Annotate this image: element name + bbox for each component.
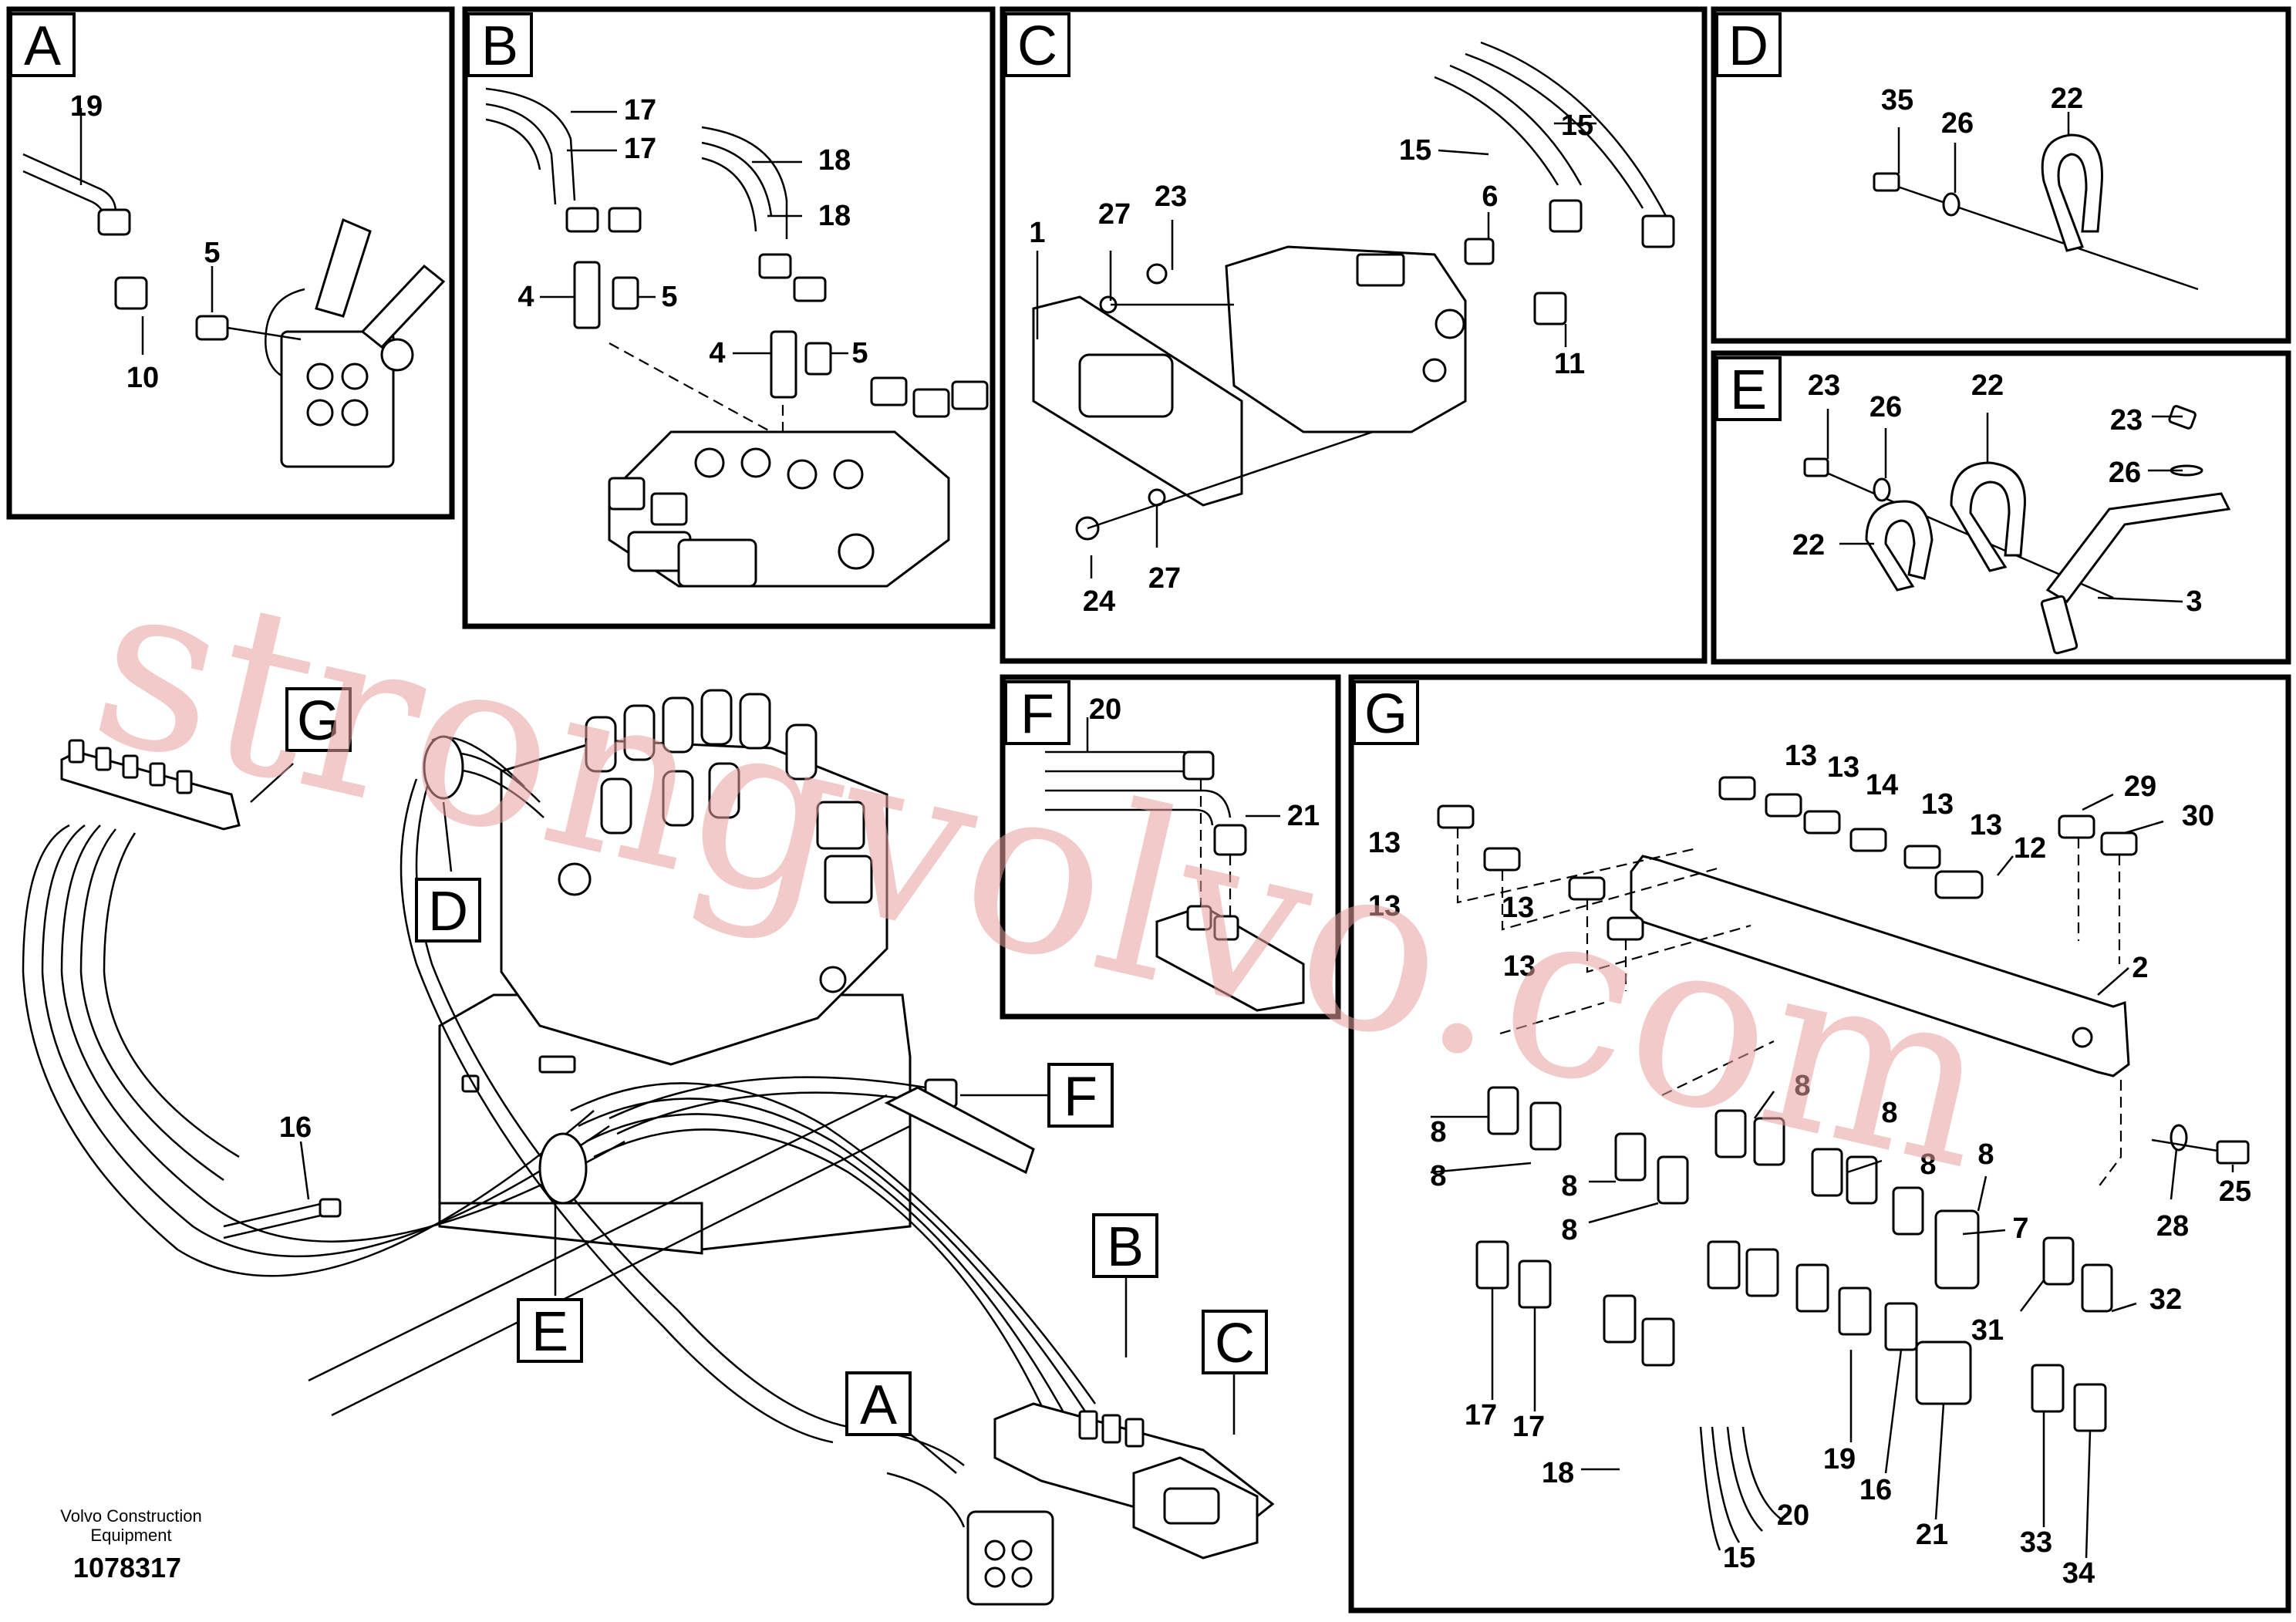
callout-b-18b: 18	[818, 200, 851, 232]
callout-e-3: 3	[2186, 585, 2202, 618]
callout-g-15: 15	[1723, 1542, 1755, 1574]
callout-g-16: 16	[1859, 1474, 1892, 1506]
callout-d-22: 22	[2051, 83, 2083, 115]
callout-main-16: 16	[279, 1111, 312, 1144]
main-tag-b: B	[1107, 1216, 1144, 1278]
callout-c-15a: 15	[1561, 110, 1593, 142]
panel-b-label: B	[481, 15, 518, 77]
callout-g-31: 31	[1971, 1314, 2004, 1347]
callout-f-20: 20	[1089, 693, 1121, 726]
callout-g-18: 18	[1542, 1457, 1574, 1489]
callout-e-22b: 22	[1792, 529, 1825, 561]
callout-b-4a: 4	[518, 281, 534, 313]
panel-a-label: A	[24, 15, 61, 77]
main-tag-g: G	[297, 690, 340, 752]
callout-b-17a: 17	[624, 94, 656, 126]
callout-g-13b: 13	[1368, 890, 1401, 922]
callout-g-13d: 13	[1503, 950, 1536, 983]
callout-b-17b: 17	[624, 133, 656, 165]
callout-g-17b: 17	[1512, 1411, 1545, 1443]
callout-e-23b: 23	[2110, 404, 2143, 437]
panel-f: F 20 21	[1000, 674, 1341, 1020]
callout-e-23a: 23	[1808, 369, 1840, 402]
main-assembly: 16	[22, 689, 1275, 1606]
callout-d-26: 26	[1941, 107, 1974, 140]
callout-a-10: 10	[126, 362, 159, 394]
callout-g-33: 33	[2020, 1526, 2052, 1559]
footer-drawing-number: 1078317	[73, 1552, 181, 1583]
callout-b-18a: 18	[818, 144, 851, 177]
callout-g-8g: 8	[1920, 1148, 1936, 1181]
callout-g-32: 32	[2149, 1283, 2182, 1316]
callout-c-1: 1	[1029, 217, 1045, 249]
main-tag-d: D	[428, 881, 468, 943]
callout-g-8d: 8	[1561, 1214, 1577, 1246]
main-tag-e: E	[531, 1301, 568, 1363]
panel-b: B 17 17 18	[462, 6, 996, 629]
callout-g-30: 30	[2182, 800, 2214, 832]
main-tag-f: F	[1064, 1066, 1097, 1128]
callout-g-34: 34	[2062, 1557, 2095, 1590]
callout-g-8e: 8	[1794, 1070, 1810, 1102]
callout-c-23: 23	[1155, 180, 1187, 213]
callout-g-13a: 13	[1368, 827, 1401, 859]
callout-b-4b: 4	[709, 337, 725, 369]
callout-c-24: 24	[1083, 585, 1115, 618]
panel-f-label: F	[1020, 683, 1054, 745]
callout-b-5a: 5	[661, 281, 677, 313]
callout-g-13h: 13	[1970, 809, 2002, 841]
callout-f-21: 21	[1287, 800, 1320, 832]
callout-g-19: 19	[1823, 1443, 1856, 1475]
callout-g-21: 21	[1916, 1519, 1948, 1551]
callout-g-7: 7	[2012, 1212, 2028, 1245]
callout-b-5b: 5	[851, 337, 868, 369]
main-tag-a: A	[860, 1374, 897, 1436]
callout-g-17a: 17	[1465, 1399, 1497, 1431]
callout-g-8b: 8	[1430, 1160, 1446, 1192]
panel-g: G	[1348, 674, 2291, 1614]
callout-g-12: 12	[2014, 832, 2046, 865]
callout-g-8h: 8	[1977, 1138, 1994, 1171]
callout-g-20: 20	[1777, 1499, 1809, 1532]
callout-g-13g: 13	[1921, 788, 1954, 821]
callout-g-8c: 8	[1561, 1170, 1577, 1202]
callout-e-26b: 26	[2109, 457, 2141, 489]
footer-company-line1: Volvo Construction	[60, 1506, 201, 1526]
main-tags: G D F E B C A	[285, 687, 1268, 1436]
callout-c-11: 11	[1554, 348, 1585, 380]
main-tag-c: C	[1215, 1313, 1255, 1374]
panel-e-label: E	[1730, 359, 1767, 421]
callout-g-28: 28	[2156, 1210, 2189, 1243]
callout-d-35: 35	[1881, 84, 1913, 116]
callout-g-13c: 13	[1502, 892, 1534, 924]
panel-d: D 35 26 22	[1711, 6, 2291, 344]
footer-company-line2: Equipment	[90, 1526, 171, 1545]
callout-g-2: 2	[2132, 952, 2148, 984]
callout-a-19: 19	[70, 90, 103, 123]
callout-g-25: 25	[2219, 1175, 2251, 1208]
callout-a-5: 5	[204, 237, 220, 269]
callout-c-15b: 15	[1399, 134, 1431, 167]
panel-g-label: G	[1364, 683, 1408, 745]
panel-d-label: D	[1728, 15, 1768, 77]
callout-g-13e: 13	[1785, 740, 1817, 772]
callout-g-8f: 8	[1881, 1097, 1897, 1129]
callout-c-27b: 27	[1148, 562, 1181, 595]
callout-g-13f: 13	[1827, 751, 1859, 784]
panel-c-label: C	[1017, 15, 1057, 77]
panel-c: C 1 27 23 24 27 6 11 15	[1000, 6, 1708, 664]
footer: Volvo Construction Equipment 1078317	[60, 1506, 201, 1583]
callout-c-27a: 27	[1098, 198, 1131, 231]
callout-c-6: 6	[1482, 180, 1498, 213]
callout-g-29: 29	[2124, 771, 2156, 803]
callout-e-26a: 26	[1870, 391, 1902, 423]
callout-g-8a: 8	[1430, 1116, 1446, 1148]
callout-g-14: 14	[1866, 769, 1898, 801]
panel-a: A 19 5 10	[6, 6, 455, 520]
callout-e-22a: 22	[1971, 369, 2004, 402]
panel-e: E 23 26 22 22 23 26 3	[1711, 350, 2291, 665]
